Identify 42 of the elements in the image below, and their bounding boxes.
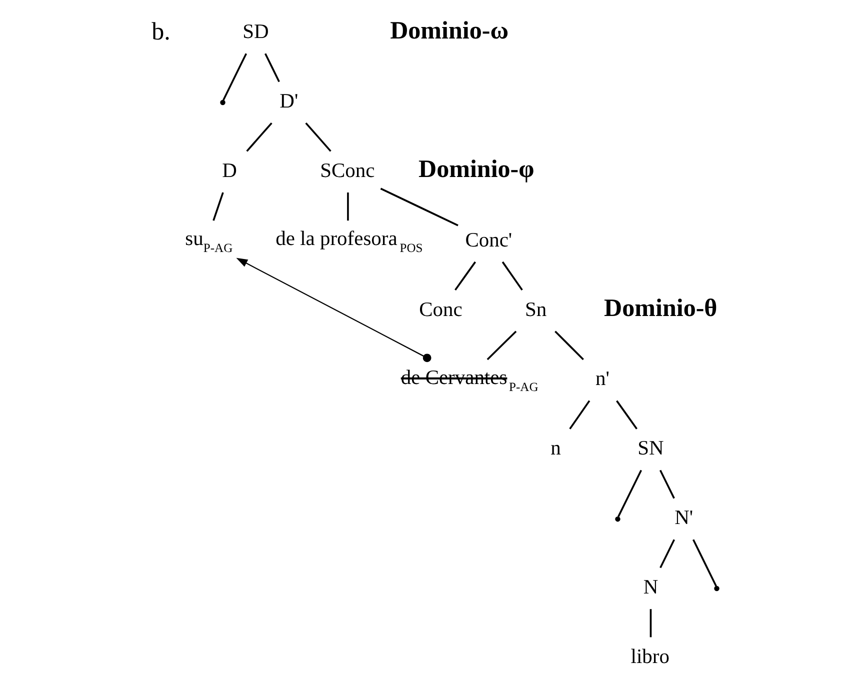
node-text: Conc' — [465, 229, 512, 252]
node-text: n' — [596, 368, 610, 390]
connector — [246, 122, 272, 152]
connector — [347, 192, 349, 221]
connector — [222, 53, 248, 100]
node-text: de Cervantes$_{P-AG}$ — [400, 367, 538, 394]
node-text: n — [550, 438, 561, 460]
node-text: SConc — [320, 160, 375, 182]
node-text: D' — [280, 90, 298, 112]
node-text: D — [222, 160, 237, 182]
connector — [692, 539, 717, 587]
node-text: N — [643, 576, 658, 599]
connector — [569, 400, 590, 430]
connector — [618, 470, 642, 518]
connector — [380, 188, 458, 226]
connector — [660, 539, 676, 568]
connector — [650, 609, 652, 638]
node-text: de la profesora$_{POS}$ — [276, 228, 423, 256]
connector — [659, 470, 675, 499]
node-text: libro — [630, 646, 670, 668]
node-point — [615, 516, 620, 522]
label: Dominio-ω — [390, 17, 508, 44]
node-point — [714, 586, 720, 592]
connector — [554, 330, 584, 360]
node-text: SD — [242, 21, 269, 44]
label: b. — [152, 18, 170, 46]
arrow — [236, 258, 432, 362]
node-text: Conc — [419, 298, 462, 321]
connector — [502, 261, 523, 291]
connector — [454, 261, 476, 291]
label: Dominio-φ — [418, 156, 534, 184]
node-text: SN — [638, 438, 664, 460]
connector — [305, 122, 332, 152]
node-text: su$_{P-AG}$ — [185, 228, 233, 256]
node-text: N' — [674, 507, 694, 530]
label: Dominio-θ — [604, 295, 718, 322]
node-text: Sn — [524, 298, 547, 321]
connector — [616, 400, 638, 430]
node-point — [220, 100, 226, 106]
connector — [264, 53, 280, 82]
connector — [486, 330, 517, 360]
connector — [212, 192, 224, 221]
